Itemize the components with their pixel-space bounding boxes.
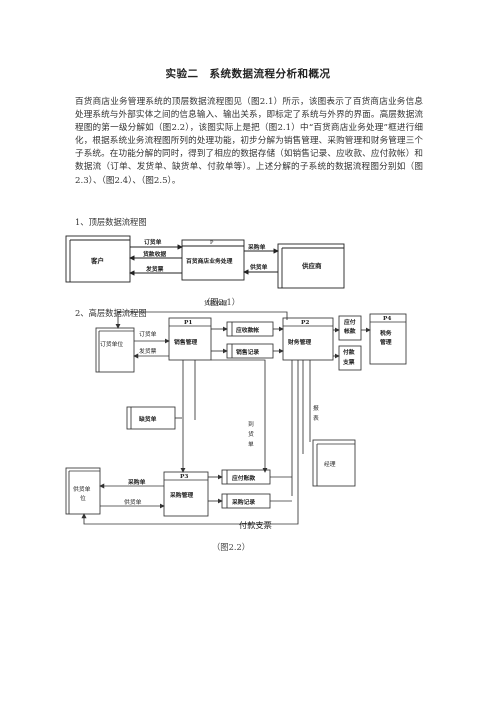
fig2-shortage: 缺货单 [139,415,157,423]
fig2-p3-id: P3 [180,474,188,480]
fig2-p2-id: P2 [301,320,309,326]
fig2-supply-order: 供货单 [124,498,142,506]
process-p2-finance [282,317,334,361]
process-box-store [181,239,245,281]
fig2-payable-a: 应付 [344,318,356,326]
fig2-receivables: 应收款帐 [236,326,259,334]
fig2-p4-b: 管理 [380,338,392,346]
external-entity-manager [312,439,356,487]
figure-2-1-caption: （图2.1） [202,297,241,307]
fig1-supplier-label: 供应商 [301,261,322,270]
fig1-process-label: 百货商店业务处理 [186,257,233,265]
fig1-customer-label: 客户 [90,256,104,265]
fig1-flow-payment: 货款收据 [143,250,166,258]
fig2-sales-record: 销售记录 [236,348,259,356]
fig2-report-b: 表 [313,414,319,422]
fig2-arrival-b: 货 [248,430,254,438]
fig2-payment-check: 付款支票 [239,520,272,530]
fig2-p1-id: P1 [184,320,192,326]
fig1-flow-purchase: 采购单 [247,243,266,251]
fig2-p3-label: 采购管理 [169,491,193,499]
fig2-payables: 应付账款 [232,474,255,482]
fig2-p1-label: 销售管理 [174,338,197,346]
process-p3-purchasing [163,471,209,517]
fig2-top-flow: 货款收据 [204,299,227,307]
fig2-order-unit: 订货单位 [100,340,123,348]
fig2-flow-order: 订货单 [139,330,157,338]
fig1-flow-order: 订货单 [144,238,162,246]
figure-2-2-caption: （图2.2） [212,542,251,552]
fig2-flow-invoice: 发货票 [139,347,157,355]
fig2-manager: 经理 [324,460,336,468]
fig2-payment-b: 支票 [342,358,355,366]
external-entity-supplier [277,243,345,289]
fig2-payable-b: 帐款 [344,327,356,335]
fig1-flow-supply: 供货单 [249,263,268,271]
fig2-arrival-a: 到 [248,421,254,428]
section-heading-high-level: 2、高层数据流程图 [75,308,147,318]
section-heading-top-level: 1、顶层数据流程图 [75,217,147,227]
fig2-supplier-unit-a: 供货单 [73,485,91,493]
fig2-p4-a: 税务 [380,329,392,337]
fig2-purchase-record: 采购记录 [231,498,255,506]
fig2-purchase-order: 采购单 [127,478,146,486]
external-entity-order-unit [95,327,135,373]
fig2-arrival-c: 单 [248,440,254,448]
fig2-report-a: 报 [313,404,319,412]
fig1-process-id: P [210,240,214,246]
fig1-flow-invoice: 发货票 [145,265,164,273]
fig2-p2-label: 财务管理 [287,338,311,346]
fig2-p4-id: P4 [383,316,391,322]
page-title: 实验二 系统数据流程分析和概况 [165,68,331,80]
intro-paragraph: 百货商店业务管理系统的顶层数据流程图见（图2.1）所示，该图表示了百货商店业务信… [75,97,423,186]
fig2-payment-a: 付款 [343,348,355,356]
process-p4-tax [369,313,407,365]
fig2-supplier-unit-b: 位 [80,494,86,502]
